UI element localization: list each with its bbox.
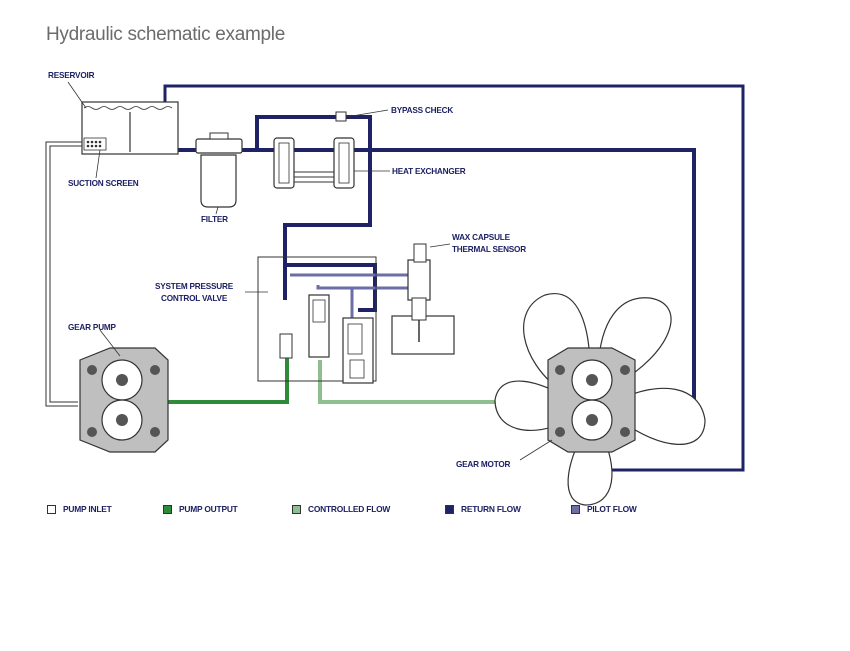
label-system-pressure: SYSTEM PRESSURE — [155, 282, 234, 291]
legend-label: PUMP INLET — [63, 504, 112, 514]
legend-item-pump-output: PUMP OUTPUT — [163, 504, 238, 514]
legend-label: PILOT FLOW — [587, 504, 637, 514]
label-filter: FILTER — [201, 215, 228, 224]
label-wax-capsule: WAX CAPSULE — [452, 233, 511, 242]
leader-lines — [67, 81, 553, 461]
label-bypass-check: BYPASS CHECK — [391, 106, 453, 115]
bypass-check-valve — [335, 111, 347, 122]
system-pressure-control-valve — [257, 256, 377, 384]
legend-label: RETURN FLOW — [461, 504, 521, 514]
pump-output-lines — [140, 355, 289, 404]
label-gear-pump: GEAR PUMP — [68, 323, 117, 332]
label-suction-screen: SUCTION SCREEN — [68, 179, 139, 188]
page-title: Hydraulic schematic example — [46, 24, 285, 45]
controlled-flow-lines — [318, 360, 577, 404]
label-control-valve: CONTROL VALVE — [161, 294, 228, 303]
legend-swatch — [292, 504, 301, 514]
legend-item-pump-inlet: PUMP INLET — [47, 504, 112, 514]
pilot-flow-lines — [290, 273, 408, 320]
label-thermal-sensor: THERMAL SENSOR — [452, 245, 526, 254]
legend: PUMP INLET PUMP OUTPUT CONTROLLED FLOW R… — [0, 504, 850, 520]
legend-swatch — [571, 504, 580, 514]
legend-swatch — [47, 504, 56, 514]
label-heat-exchanger: HEAT EXCHANGER — [392, 167, 466, 176]
legend-swatch — [445, 504, 454, 514]
legend-item-pilot-flow: PILOT FLOW — [571, 504, 637, 514]
gear-motor — [547, 347, 636, 453]
pump-inlet-lines — [45, 141, 82, 407]
reservoir — [81, 101, 179, 155]
legend-label: PUMP OUTPUT — [179, 504, 238, 514]
gear-pump — [79, 347, 169, 453]
legend-item-controlled-flow: CONTROLLED FLOW — [292, 504, 390, 514]
label-reservoir: RESERVOIR — [48, 71, 95, 80]
legend-swatch — [163, 504, 172, 514]
legend-item-return-flow: RETURN FLOW — [445, 504, 521, 514]
filter — [195, 132, 243, 208]
wax-capsule-thermal-sensor — [391, 243, 455, 355]
label-gear-motor: GEAR MOTOR — [456, 460, 511, 469]
heat-exchanger — [273, 137, 355, 189]
legend-label: CONTROLLED FLOW — [308, 504, 391, 514]
